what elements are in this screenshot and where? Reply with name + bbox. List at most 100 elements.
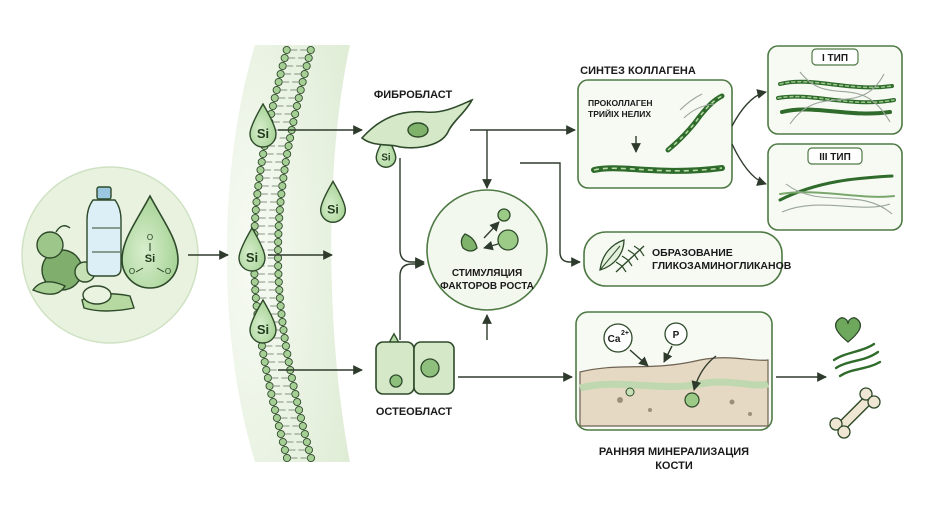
type1-label: I ТИП bbox=[822, 53, 848, 64]
lipid-head bbox=[280, 165, 289, 175]
lipid-head bbox=[252, 197, 261, 207]
procollagen-label-1: ПРОКОЛЛАГЕН bbox=[588, 98, 653, 108]
lipid-head bbox=[300, 69, 309, 79]
si-drop-shape bbox=[249, 102, 277, 148]
lipid-head bbox=[275, 213, 284, 223]
lipid-head bbox=[281, 157, 290, 167]
lipid-head bbox=[274, 237, 283, 247]
bone-tissue-illustration bbox=[579, 357, 769, 427]
lipid-head bbox=[273, 245, 283, 255]
lipid-head bbox=[259, 149, 268, 159]
lipid-head bbox=[272, 413, 281, 423]
lipid-head bbox=[293, 397, 302, 407]
lipid-head bbox=[283, 149, 292, 159]
lipid-head bbox=[269, 397, 278, 407]
lipid-head bbox=[251, 213, 260, 223]
si-drop-label: Si bbox=[381, 153, 391, 164]
lipid-head bbox=[277, 189, 286, 199]
lipid-head bbox=[260, 357, 269, 367]
fibroblast-label: ФИБРОБЛАСТ bbox=[374, 89, 453, 101]
lipid-bilayer bbox=[249, 45, 316, 463]
si-drop-inner: Si bbox=[319, 180, 347, 223]
phosphate-symbol: P bbox=[673, 330, 680, 341]
type1-fibers-icon bbox=[776, 71, 896, 125]
molecule-si: Si bbox=[145, 253, 155, 265]
water-bottle-icon bbox=[86, 186, 122, 277]
arrow-si-to-bone bbox=[691, 355, 717, 391]
si-drop-label: Si bbox=[257, 126, 269, 141]
calcium-symbol: Ca bbox=[608, 334, 621, 345]
si-drop-shape bbox=[319, 180, 347, 223]
lipid-head bbox=[263, 373, 272, 383]
calcium-ion: Ca 2+ bbox=[603, 323, 633, 353]
glycosaminoglycan-icon bbox=[615, 245, 645, 273]
collagen-box bbox=[577, 79, 733, 189]
arrow-ca-to-si bbox=[629, 349, 649, 367]
lipid-head bbox=[284, 357, 293, 367]
si-drop-shape bbox=[238, 226, 266, 272]
lipid-head bbox=[274, 277, 283, 287]
si-drop-label: Si bbox=[327, 203, 339, 217]
lipid-head bbox=[294, 93, 303, 103]
lipid-head bbox=[268, 101, 277, 111]
si-drop-label: Si bbox=[246, 250, 258, 265]
lipid-head bbox=[304, 53, 313, 63]
lipid-head bbox=[275, 205, 284, 215]
type1-tag bbox=[811, 48, 859, 66]
lipid-head bbox=[276, 69, 285, 79]
type3-tag bbox=[807, 147, 863, 165]
procollagen-label-2: ТРИЙІХ НЕЛИХ bbox=[588, 108, 651, 119]
lipid-head bbox=[275, 285, 284, 295]
lipid-head bbox=[284, 141, 293, 151]
molecule-o-left: O bbox=[129, 267, 135, 276]
bone-icon bbox=[829, 387, 881, 439]
si-drop-top: Si bbox=[249, 102, 277, 148]
lipid-head bbox=[298, 421, 307, 431]
lipid-head bbox=[289, 381, 298, 391]
si-drop-fibroblast: Si bbox=[375, 133, 397, 168]
lipid-head bbox=[278, 181, 287, 191]
si-drop-shape bbox=[249, 298, 277, 344]
si-drop-label: Si bbox=[257, 322, 269, 337]
lipid-head bbox=[259, 349, 268, 359]
lipid-head bbox=[306, 453, 316, 463]
fibroblast-cell bbox=[360, 98, 474, 149]
lipid-head bbox=[257, 157, 266, 167]
lipid-head bbox=[276, 301, 285, 311]
lipid-head bbox=[279, 173, 288, 183]
feather-icon bbox=[599, 239, 625, 271]
molecule-o-right: O bbox=[165, 267, 171, 276]
lipid-head bbox=[304, 445, 313, 455]
growth-factor-label-2: ФАКТОРОВ РОСТА bbox=[440, 281, 534, 292]
lipid-head bbox=[270, 405, 280, 415]
osteoblast-cells bbox=[375, 341, 455, 395]
calcium-charge: 2+ bbox=[621, 330, 629, 337]
lipid-head bbox=[274, 77, 283, 87]
lipid-head bbox=[282, 453, 292, 463]
lipid-head bbox=[256, 165, 265, 175]
si-drop-bottom: Si bbox=[249, 298, 277, 344]
gag-label-2: ГЛИКОЗАМИНОГЛИКАНОВ bbox=[652, 260, 792, 272]
lipid-head bbox=[302, 61, 311, 71]
lipid-head bbox=[280, 333, 289, 343]
lipid-head bbox=[296, 85, 305, 95]
lipid-head bbox=[306, 45, 315, 55]
lipid-head bbox=[302, 437, 311, 447]
silicic-acid-drop: Si O O O bbox=[121, 194, 179, 289]
lipid-head bbox=[274, 221, 283, 231]
dietary-source: Si O O O bbox=[21, 166, 199, 344]
lipid-head bbox=[265, 381, 274, 391]
lipid-head bbox=[280, 445, 289, 455]
arrow-osteoblast-to-center bbox=[399, 259, 425, 340]
lipid-head bbox=[274, 269, 283, 279]
arrow-p-to-si bbox=[663, 345, 673, 363]
arrow-fibroblast-to-center bbox=[399, 158, 425, 267]
lipid-head bbox=[274, 229, 283, 239]
si-drop-shape bbox=[375, 133, 397, 168]
collagen-type3-box bbox=[767, 143, 903, 231]
lipid-head bbox=[255, 173, 264, 183]
lipid-head bbox=[277, 309, 286, 319]
lipid-head bbox=[250, 277, 259, 287]
lipid-head bbox=[272, 85, 281, 95]
